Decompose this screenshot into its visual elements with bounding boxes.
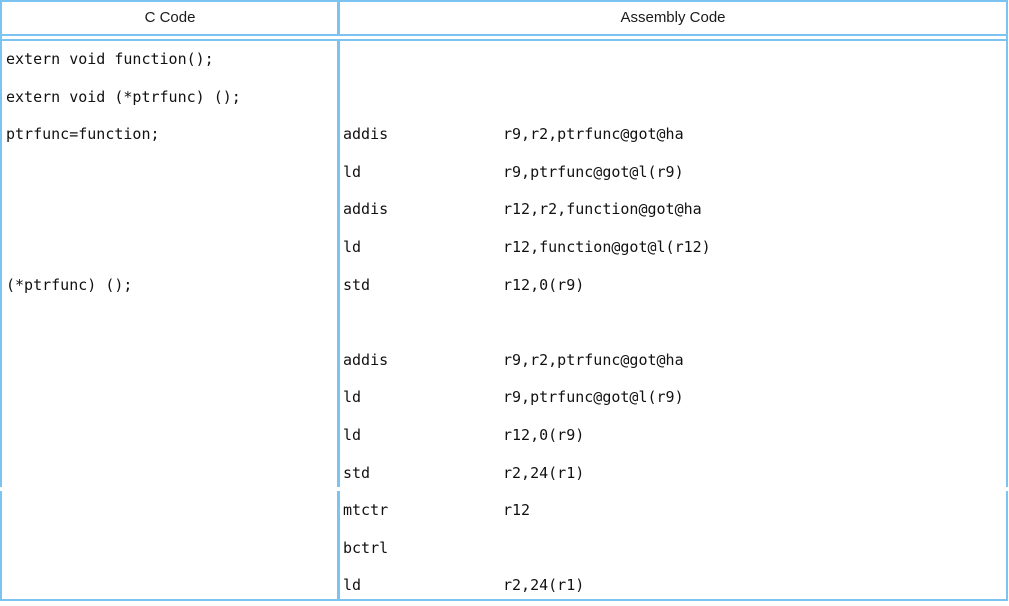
assembly-operands: r9,r2,ptrfunc@got@ha	[503, 125, 684, 144]
assembly-operands: r9,ptrfunc@got@l(r9)	[503, 162, 684, 181]
assembly-code-line: addis r9,r2,ptrfunc@got@ha	[343, 342, 1003, 380]
assembly-mnemonic: ld	[343, 388, 362, 407]
c-code-line	[6, 417, 336, 455]
assembly-mnemonic: std	[343, 463, 371, 482]
assembly-mnemonic: ld	[343, 425, 362, 444]
column-header-assembly-code: Assembly Code	[620, 9, 726, 26]
assembly-mnemonic: mtctr	[343, 501, 389, 520]
assembly-mnemonic: ld	[343, 576, 362, 595]
body-top-rule	[0, 39, 1008, 41]
assembly-code-column: addis r9,r2,ptrfunc@got@ha ld r9,ptrfunc@go…	[343, 41, 1003, 605]
c-code-line	[6, 154, 336, 192]
assembly-mnemonic: addis	[343, 350, 389, 369]
column-header-c-code: C Code	[144, 9, 196, 26]
assembly-code-line	[343, 304, 1003, 342]
assembly-mnemonic: ld	[343, 237, 362, 256]
assembly-code-line	[343, 41, 1003, 79]
column-divider-header	[337, 2, 340, 34]
assembly-mnemonic: ld	[343, 162, 362, 181]
table-border-top	[0, 0, 1008, 2]
assembly-operands: r9,r2,ptrfunc@got@ha	[503, 350, 684, 369]
assembly-mnemonic: std	[343, 275, 371, 294]
assembly-mnemonic: bctrl	[343, 538, 389, 557]
c-code-line: extern void function();	[6, 50, 214, 68]
assembly-mnemonic: addis	[343, 125, 389, 144]
c-code-column: extern void function(); extern void (*ptr…	[6, 41, 336, 530]
table-border-right-lower	[1006, 491, 1008, 601]
column-divider-upper	[337, 41, 340, 487]
c-code-line	[6, 229, 336, 267]
assembly-code-line	[343, 79, 1003, 117]
c-code-line	[6, 455, 336, 493]
assembly-operands: r12,function@got@l(r12)	[503, 237, 711, 256]
assembly-code-line: ld r9,ptrfunc@got@l(r9)	[343, 379, 1003, 417]
assembly-operands: r12,0(r9)	[503, 275, 585, 294]
assembly-code-line: ld r12,function@got@l(r12)	[343, 229, 1003, 267]
assembly-operands: r12	[503, 501, 531, 520]
c-code-line	[6, 304, 336, 342]
table-border-right-upper	[1006, 0, 1008, 487]
assembly-operands: r12,0(r9)	[503, 425, 585, 444]
table-border-left-upper	[0, 0, 2, 487]
assembly-code-line: addis r9,r2,ptrfunc@got@ha	[343, 116, 1003, 154]
assembly-operands: r12,r2,function@got@ha	[503, 200, 702, 219]
assembly-code-line: addis r12,r2,function@got@ha	[343, 191, 1003, 229]
header-rule	[0, 34, 1008, 36]
assembly-code-line: mtctr r12	[343, 492, 1003, 530]
c-code-line	[6, 342, 336, 380]
assembly-code-line: ld r12,0(r9)	[343, 417, 1003, 455]
assembly-operands: r9,ptrfunc@got@l(r9)	[503, 388, 684, 407]
c-code-line	[6, 492, 336, 530]
assembly-code-line: bctrl	[343, 530, 1003, 568]
c-code-line: extern void (*ptrfunc) ();	[6, 87, 241, 106]
table-border-bottom	[0, 599, 1008, 601]
c-code-line: (*ptrfunc) ();	[6, 275, 133, 294]
table-header-row: C Code Assembly Code	[0, 2, 1008, 34]
c-code-line: ptrfunc=function;	[6, 125, 160, 144]
c-code-line	[6, 191, 336, 229]
table-border-left-lower	[0, 491, 2, 601]
assembly-operands: r2,24(r1)	[503, 576, 585, 595]
assembly-code-line: std r12,0(r9)	[343, 267, 1003, 305]
assembly-code-line: ld r9,ptrfunc@got@l(r9)	[343, 154, 1003, 192]
assembly-code-line: std r2,24(r1)	[343, 455, 1003, 493]
assembly-operands: r2,24(r1)	[503, 463, 585, 482]
c-code-line	[6, 379, 336, 417]
assembly-code-line: ld r2,24(r1)	[343, 567, 1003, 605]
column-divider-lower	[337, 491, 340, 599]
assembly-mnemonic: addis	[343, 200, 389, 219]
